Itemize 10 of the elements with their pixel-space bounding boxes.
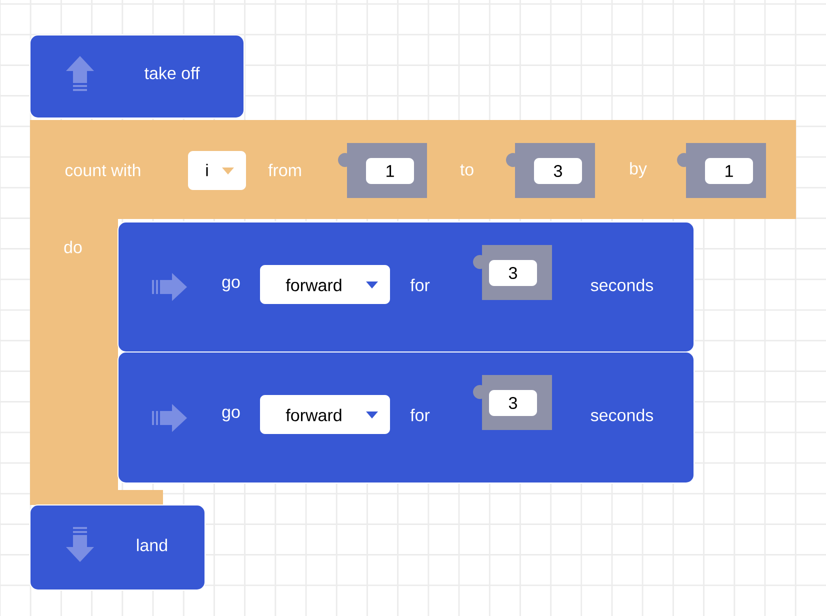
dropdown: i bbox=[188, 151, 246, 190]
number-slot: 3 bbox=[473, 375, 552, 430]
number-slot: 1 bbox=[677, 143, 766, 198]
number-slot: 3 bbox=[473, 245, 552, 300]
dropdown: forward bbox=[260, 395, 390, 434]
number-slot: 1 bbox=[338, 143, 427, 198]
dropdown: forward bbox=[260, 265, 390, 304]
command-block: land bbox=[30, 504, 206, 590]
command-block: take off bbox=[30, 34, 244, 118]
number-slot: 3 bbox=[506, 143, 595, 198]
